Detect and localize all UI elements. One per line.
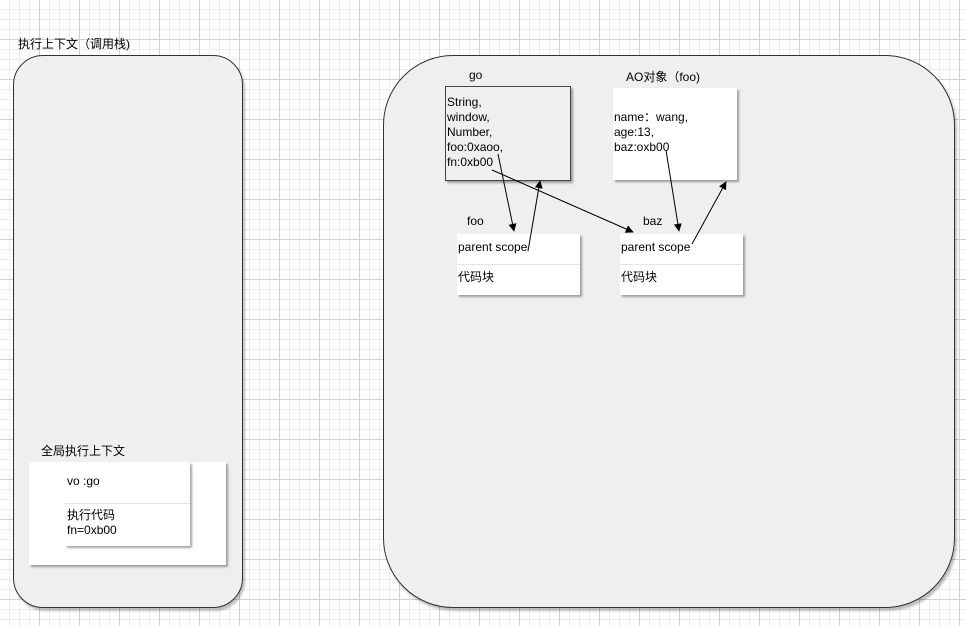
baz-object-box: parent scope 代码块 xyxy=(620,234,743,295)
baz-code-block: 代码块 xyxy=(621,270,658,284)
exec-code-line-1: 执行代码 xyxy=(67,508,116,522)
ao-line-3: baz:oxb00 xyxy=(614,140,670,154)
foo-divider xyxy=(457,264,580,265)
ao-object-box: name：wang, age:13, baz:oxb00 xyxy=(613,88,737,180)
vo-text: vo :go xyxy=(67,474,100,488)
global-context-title: 全局执行上下文 xyxy=(41,444,126,458)
global-context-divider xyxy=(65,503,190,504)
baz-divider xyxy=(620,264,743,265)
foo-parent-scope: parent scope xyxy=(458,240,528,254)
call-stack-title: 执行上下文（调用栈) xyxy=(18,37,130,51)
foo-title: foo xyxy=(467,214,484,228)
global-context-box: vo :go 执行代码 fn=0xb00 xyxy=(65,462,190,546)
ao-line-1: name：wang, xyxy=(614,110,689,124)
go-title: go xyxy=(469,68,483,82)
foo-code-block: 代码块 xyxy=(458,270,495,284)
ao-title: AO对象（foo) xyxy=(626,70,701,84)
go-line-4: foo:0xaoo, xyxy=(447,140,504,154)
go-line-1: String, xyxy=(447,95,482,109)
baz-parent-scope: parent scope xyxy=(621,240,691,254)
go-line-5: fn:0xb00 xyxy=(447,155,494,169)
foo-object-box: parent scope 代码块 xyxy=(457,234,580,295)
baz-title: baz xyxy=(643,214,663,228)
ao-line-2: age:13, xyxy=(614,125,655,139)
exec-code-line-2: fn=0xb00 xyxy=(67,523,117,537)
go-line-3: Number, xyxy=(447,125,493,139)
go-line-2: window, xyxy=(447,110,490,124)
go-object-box: String, window, Number, foo:0xaoo, fn:0x… xyxy=(445,86,571,181)
